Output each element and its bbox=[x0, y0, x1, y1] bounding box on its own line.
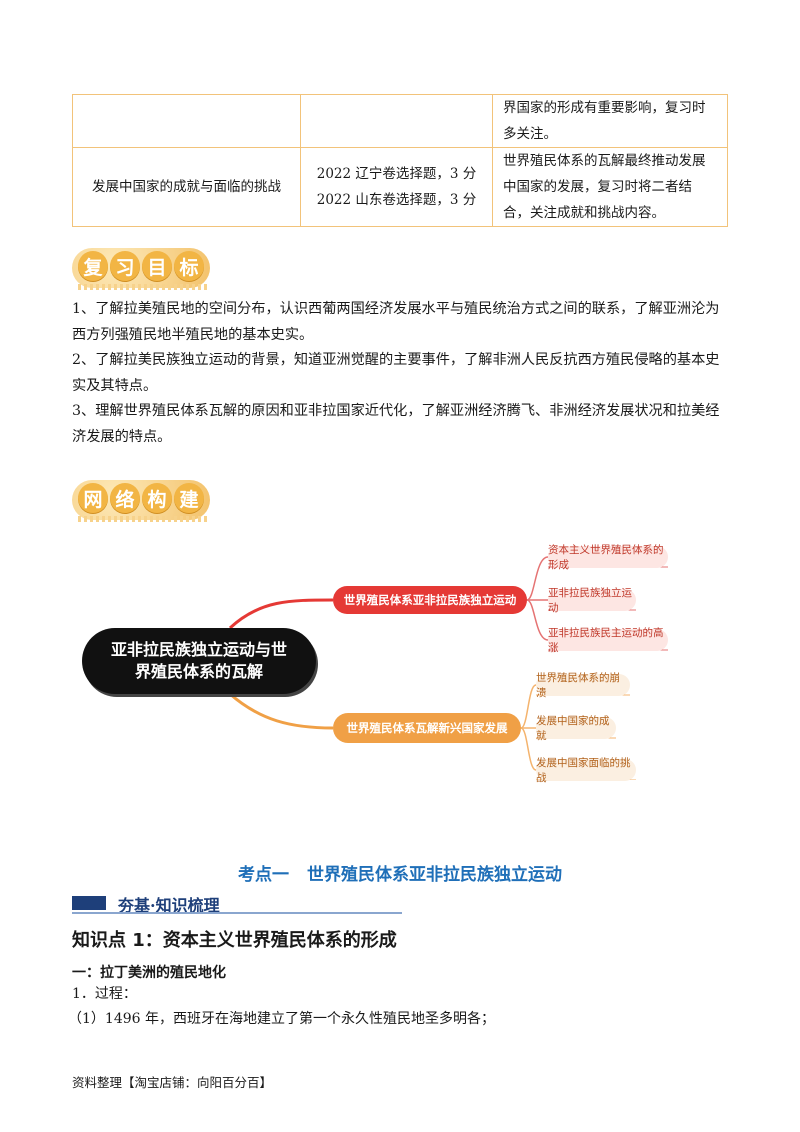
bar-underline bbox=[72, 912, 402, 914]
exam-table: 界国家的形成有重要影响，复习时 多关注。 发展中国家的成就与面临的挑战 2022… bbox=[72, 94, 728, 227]
table-row: 发展中国家的成就与面临的挑战 2022 辽宁卷选择题，3 分 2022 山东卷选… bbox=[72, 147, 728, 227]
connector-leaf bbox=[520, 684, 537, 729]
leaf-node: 资本主义世界殖民体系的形成 bbox=[548, 544, 668, 571]
section-badge-review-goals: 复 习 目 标 bbox=[72, 244, 210, 290]
branch-collapse-new-nations: 世界殖民体系瓦解新兴国家发展 bbox=[333, 713, 521, 743]
badge-char: 络 bbox=[110, 483, 140, 513]
exam-point-title: 考点一 世界殖民体系亚非拉民族独立运动 bbox=[0, 860, 800, 885]
badge-char: 构 bbox=[142, 483, 172, 513]
goal-line: 实及其特点。 bbox=[72, 377, 158, 394]
body-text: 1．过程： bbox=[72, 986, 137, 1002]
branch-colonial-system-independence: 世界殖民体系亚非拉民族独立运动 bbox=[333, 586, 527, 614]
connector-branch1 bbox=[228, 598, 334, 630]
cell-line: 多关注。 bbox=[503, 126, 557, 142]
goal-line: 1、了解拉美殖民地的空间分布，认识西葡两国经济发展水平与殖民统治方式之间的联系，… bbox=[72, 301, 720, 317]
section-badge-network: 网 络 构 建 bbox=[72, 476, 210, 522]
cell-line: 界国家的形成有重要影响，复习时 bbox=[503, 100, 706, 116]
badge-char: 复 bbox=[78, 251, 108, 281]
table-cell: 发展中国家的成就与面临的挑战 bbox=[72, 147, 301, 227]
center-line: 界殖民体系的瓦解 bbox=[134, 662, 263, 681]
badge-char: 建 bbox=[174, 483, 204, 513]
mind-map-center: 亚非拉民族独立运动与世 界殖民体系的瓦解 bbox=[82, 628, 316, 694]
table-cell: 世界殖民体系的瓦解最终推动发展 中国家的发展，复习时将二者结 合，关注成就和挑战… bbox=[492, 147, 728, 227]
table-row: 界国家的形成有重要影响，复习时 多关注。 bbox=[72, 94, 728, 148]
leaf-node: 亚非拉民族民主运动的高涨 bbox=[548, 627, 668, 654]
body-text: （1）1496 年，西班牙在海地建立了第一个永久性殖民地圣多明各； bbox=[68, 1011, 495, 1027]
goal-line: 3、理解世界殖民体系瓦解的原因和亚非拉国家近代化，了解亚洲经济腾飞、非洲经济发展… bbox=[72, 403, 720, 419]
bar-label: 夯基·知识梳理 bbox=[118, 896, 220, 915]
cell-line: 2022 山东卷选择题，3 分 bbox=[316, 192, 477, 208]
cell-line: 合，关注成就和挑战内容。 bbox=[503, 205, 665, 221]
badge-char: 目 bbox=[142, 251, 172, 281]
cell-line: 中国家的发展，复习时将二者结 bbox=[503, 179, 692, 195]
leaf-node: 发展中国家的成就 bbox=[536, 715, 616, 742]
exam-point-label: 考点一 bbox=[238, 865, 290, 885]
knowledge-bar: 夯基·知识梳理 bbox=[72, 892, 402, 915]
table-cell: 2022 辽宁卷选择题，3 分 2022 山东卷选择题，3 分 bbox=[300, 147, 493, 227]
review-goals: 1、了解拉美殖民地的空间分布，认识西葡两国经济发展水平与殖民统治方式之间的联系，… bbox=[72, 297, 732, 450]
table-cell bbox=[72, 94, 301, 148]
connector-branch2 bbox=[229, 692, 334, 730]
sub-heading: 一：拉丁美洲的殖民地化 bbox=[72, 965, 226, 981]
goal-line: 2、了解拉美民族独立运动的背景，知道亚洲觉醒的主要事件，了解非洲人民反抗西方殖民… bbox=[72, 352, 720, 368]
goal-line: 济发展的特点。 bbox=[72, 428, 172, 445]
goal-line: 西方列强殖民地半殖民地的基本史实。 bbox=[72, 326, 314, 343]
connector-leaf bbox=[520, 727, 537, 771]
cell-line: 世界殖民体系的瓦解最终推动发展 bbox=[503, 153, 706, 169]
connector-leaf bbox=[526, 599, 549, 641]
leaf-node: 发展中国家面临的挑战 bbox=[536, 757, 636, 784]
cell-line: 2022 辽宁卷选择题，3 分 bbox=[316, 166, 477, 182]
table-cell: 界国家的形成有重要影响，复习时 多关注。 bbox=[492, 94, 728, 148]
leaf-node: 世界殖民体系的崩溃 bbox=[536, 672, 630, 699]
badge-stripe bbox=[78, 284, 208, 290]
leaf-node: 亚非拉民族独立运动 bbox=[548, 587, 636, 614]
mind-map: 亚非拉民族独立运动与世 界殖民体系的瓦解 世界殖民体系亚非拉民族独立运动 世界殖… bbox=[0, 540, 800, 784]
bar-block bbox=[72, 896, 106, 910]
exam-point-text: 世界殖民体系亚非拉民族独立运动 bbox=[306, 865, 562, 885]
badge-stripe bbox=[78, 516, 208, 522]
badge-char: 习 bbox=[110, 251, 140, 281]
connector-leaf bbox=[526, 556, 549, 601]
table-cell bbox=[300, 94, 493, 148]
badge-char: 网 bbox=[78, 483, 108, 513]
knowledge-point-title: 知识点 1：资本主义世界殖民体系的形成 bbox=[72, 930, 397, 951]
center-line: 亚非拉民族独立运动与世 bbox=[110, 640, 287, 659]
page-footer: 资料整理【淘宝店铺：向阳百分百】 bbox=[72, 1075, 273, 1090]
badge-char: 标 bbox=[174, 251, 204, 281]
